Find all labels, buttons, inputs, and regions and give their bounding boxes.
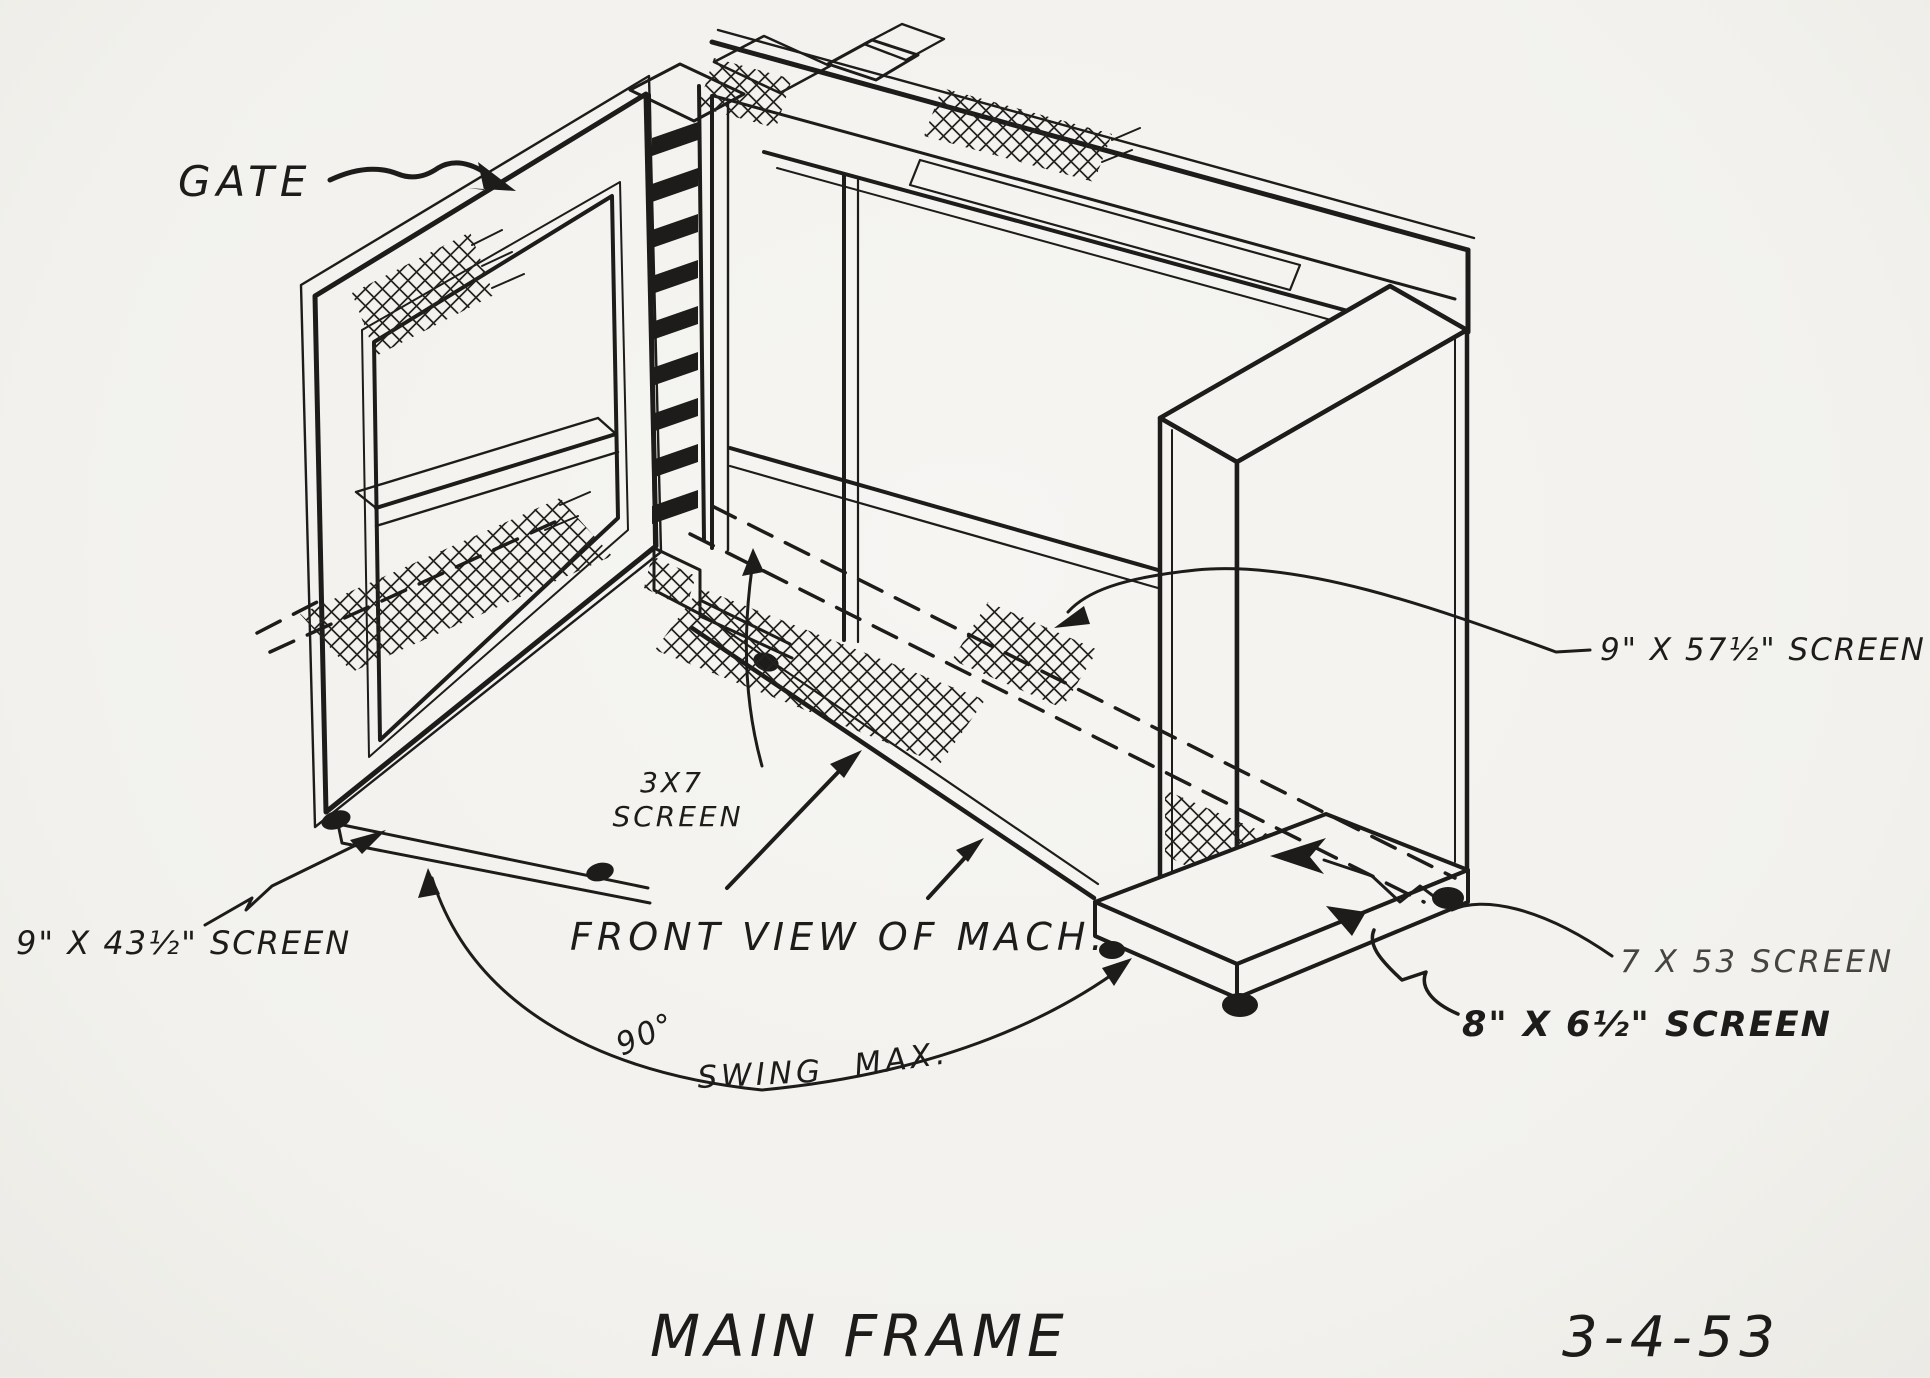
drawing-date: 3-4-53 [1562, 1305, 1781, 1370]
screen-9x57-leader [1054, 567, 1592, 654]
front-view-arrow-2 [926, 838, 984, 900]
right-column [1157, 283, 1470, 965]
gate-leader-arrow [327, 160, 516, 191]
hinge [628, 34, 832, 672]
rail-top-block [826, 38, 920, 82]
main-frame-body [655, 22, 1476, 901]
rail-panel-outline [908, 158, 1302, 292]
screen-3x7-leader [742, 548, 764, 768]
screen-3x7-label-line1: 3X7 [640, 766, 704, 799]
caster-front [1222, 993, 1258, 1017]
annotations: GATE 9" X 43½" SCREEN 3X7 SCREEN FRONT V… [16, 157, 1926, 1096]
gate-hidden-edge-dashed [268, 519, 559, 654]
screen-3x7-label-line2: SCREEN [612, 800, 743, 833]
caster-right [1432, 887, 1464, 909]
gate-bottom-screen-mesh [300, 498, 612, 672]
rail-screen-mesh-1 [698, 58, 792, 128]
gate-frame [255, 74, 663, 905]
rail-screen-mesh-2 [924, 88, 1112, 182]
swing-degrees-label: 90° [611, 1006, 681, 1064]
screen-7x53-leader [1270, 838, 1614, 958]
drawing-title: MAIN FRAME [650, 1302, 1069, 1370]
hidden-bottom-rail-dashed [688, 504, 1457, 904]
gate-foot-right [586, 862, 614, 882]
hinge-screen-mesh [644, 556, 696, 608]
gate-top-screen-mesh [352, 232, 494, 356]
swing-max-label: MAX. [852, 1035, 951, 1084]
screen-7x53-label: 7 X 53 SCREEN [1620, 944, 1894, 980]
hinge-stripes [652, 122, 698, 524]
swing-arc [418, 868, 1132, 1092]
gate-foot-left [321, 810, 351, 830]
screen-9x57-label: 9" X 57½" SCREEN [1600, 632, 1926, 668]
screen-8x6-label: 8" X 6½" SCREEN [1462, 1005, 1832, 1045]
gate-label: GATE [178, 157, 312, 206]
swing-word-label: SWING [697, 1053, 825, 1096]
front-view-label: FRONT VIEW OF MACH. [570, 915, 1108, 959]
screen-9x43-leader [203, 830, 386, 927]
base-plate [1093, 812, 1470, 1017]
screen-9x43-label: 9" X 43½" SCREEN [16, 924, 351, 962]
screen-8x6-leader [1326, 906, 1460, 1016]
front-view-arrow-1 [725, 750, 862, 890]
center-screen-mesh [655, 588, 985, 764]
caster-left [1099, 941, 1125, 959]
